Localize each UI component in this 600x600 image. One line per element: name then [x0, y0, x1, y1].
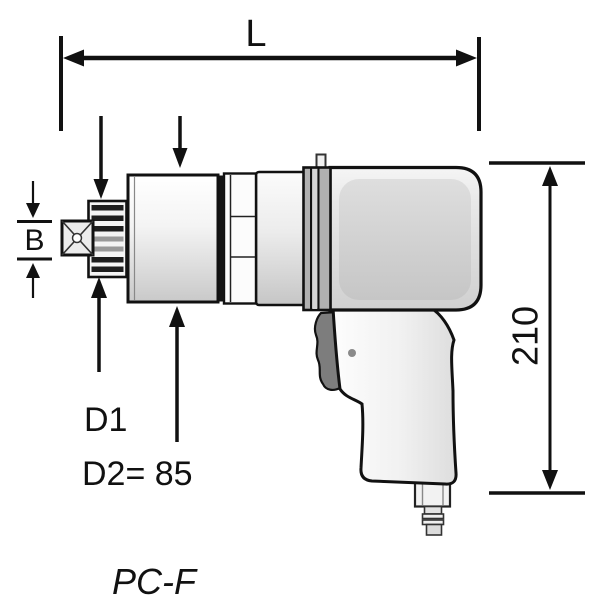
- air-inlet-fitting: [413, 480, 452, 536]
- spline-tooth: [91, 226, 124, 232]
- clamp-ring: [302, 166, 332, 312]
- spline-tooth: [91, 266, 124, 272]
- arrowhead-down: [542, 470, 558, 490]
- d1-label: D1: [84, 401, 127, 439]
- barb-ridge: [421, 513, 445, 520]
- arrowhead-down: [172, 148, 188, 168]
- height-dimension: [489, 161, 585, 495]
- divider-ring: [217, 175, 224, 302]
- arrowhead-right: [456, 49, 477, 67]
- collar-section: [222, 172, 258, 305]
- length-dimension: [59, 36, 481, 131]
- b-dimension: [17, 181, 52, 298]
- motor-housing: [328, 165, 483, 312]
- spline-tooth: [91, 205, 124, 211]
- mid-body-section: [254, 170, 308, 307]
- arrowhead-up: [91, 277, 107, 298]
- square-drive: [60, 219, 95, 257]
- d1-top-arrow: [93, 116, 109, 199]
- collar: [222, 172, 258, 305]
- pistol-grip-handle: [331, 306, 458, 486]
- motor-housing-panel: [339, 179, 471, 300]
- spline-tooth: [91, 246, 124, 252]
- handle-pin-dot: [348, 349, 356, 357]
- d2-bottom-arrow: [169, 306, 185, 442]
- front-cylinder: [126, 173, 220, 304]
- height-label: 210: [505, 306, 546, 366]
- spline-section: [87, 199, 128, 279]
- d2-label: D2= 85: [82, 455, 193, 493]
- product-label: PC-F: [112, 561, 198, 600]
- arrowhead-down: [26, 203, 40, 218]
- barb-tip: [425, 523, 443, 536]
- b-label: B: [24, 224, 44, 257]
- spline-tooth: [91, 257, 124, 263]
- arrowhead-up: [542, 166, 558, 186]
- front-cylinder-body: [126, 173, 220, 304]
- clamp-ring-band: [312, 169, 317, 309]
- spline-tooth: [91, 236, 124, 242]
- arrowhead-up: [26, 263, 40, 278]
- spline-tooth: [91, 215, 124, 221]
- arrowhead-left: [63, 49, 84, 67]
- arrowhead-up: [169, 306, 185, 327]
- arrowhead-down: [93, 179, 109, 199]
- detent-hole: [71, 232, 83, 244]
- d1-bottom-arrow: [91, 277, 107, 372]
- length-label: L: [245, 13, 266, 55]
- barb-neck: [423, 505, 443, 515]
- d2-top-arrow: [172, 116, 188, 168]
